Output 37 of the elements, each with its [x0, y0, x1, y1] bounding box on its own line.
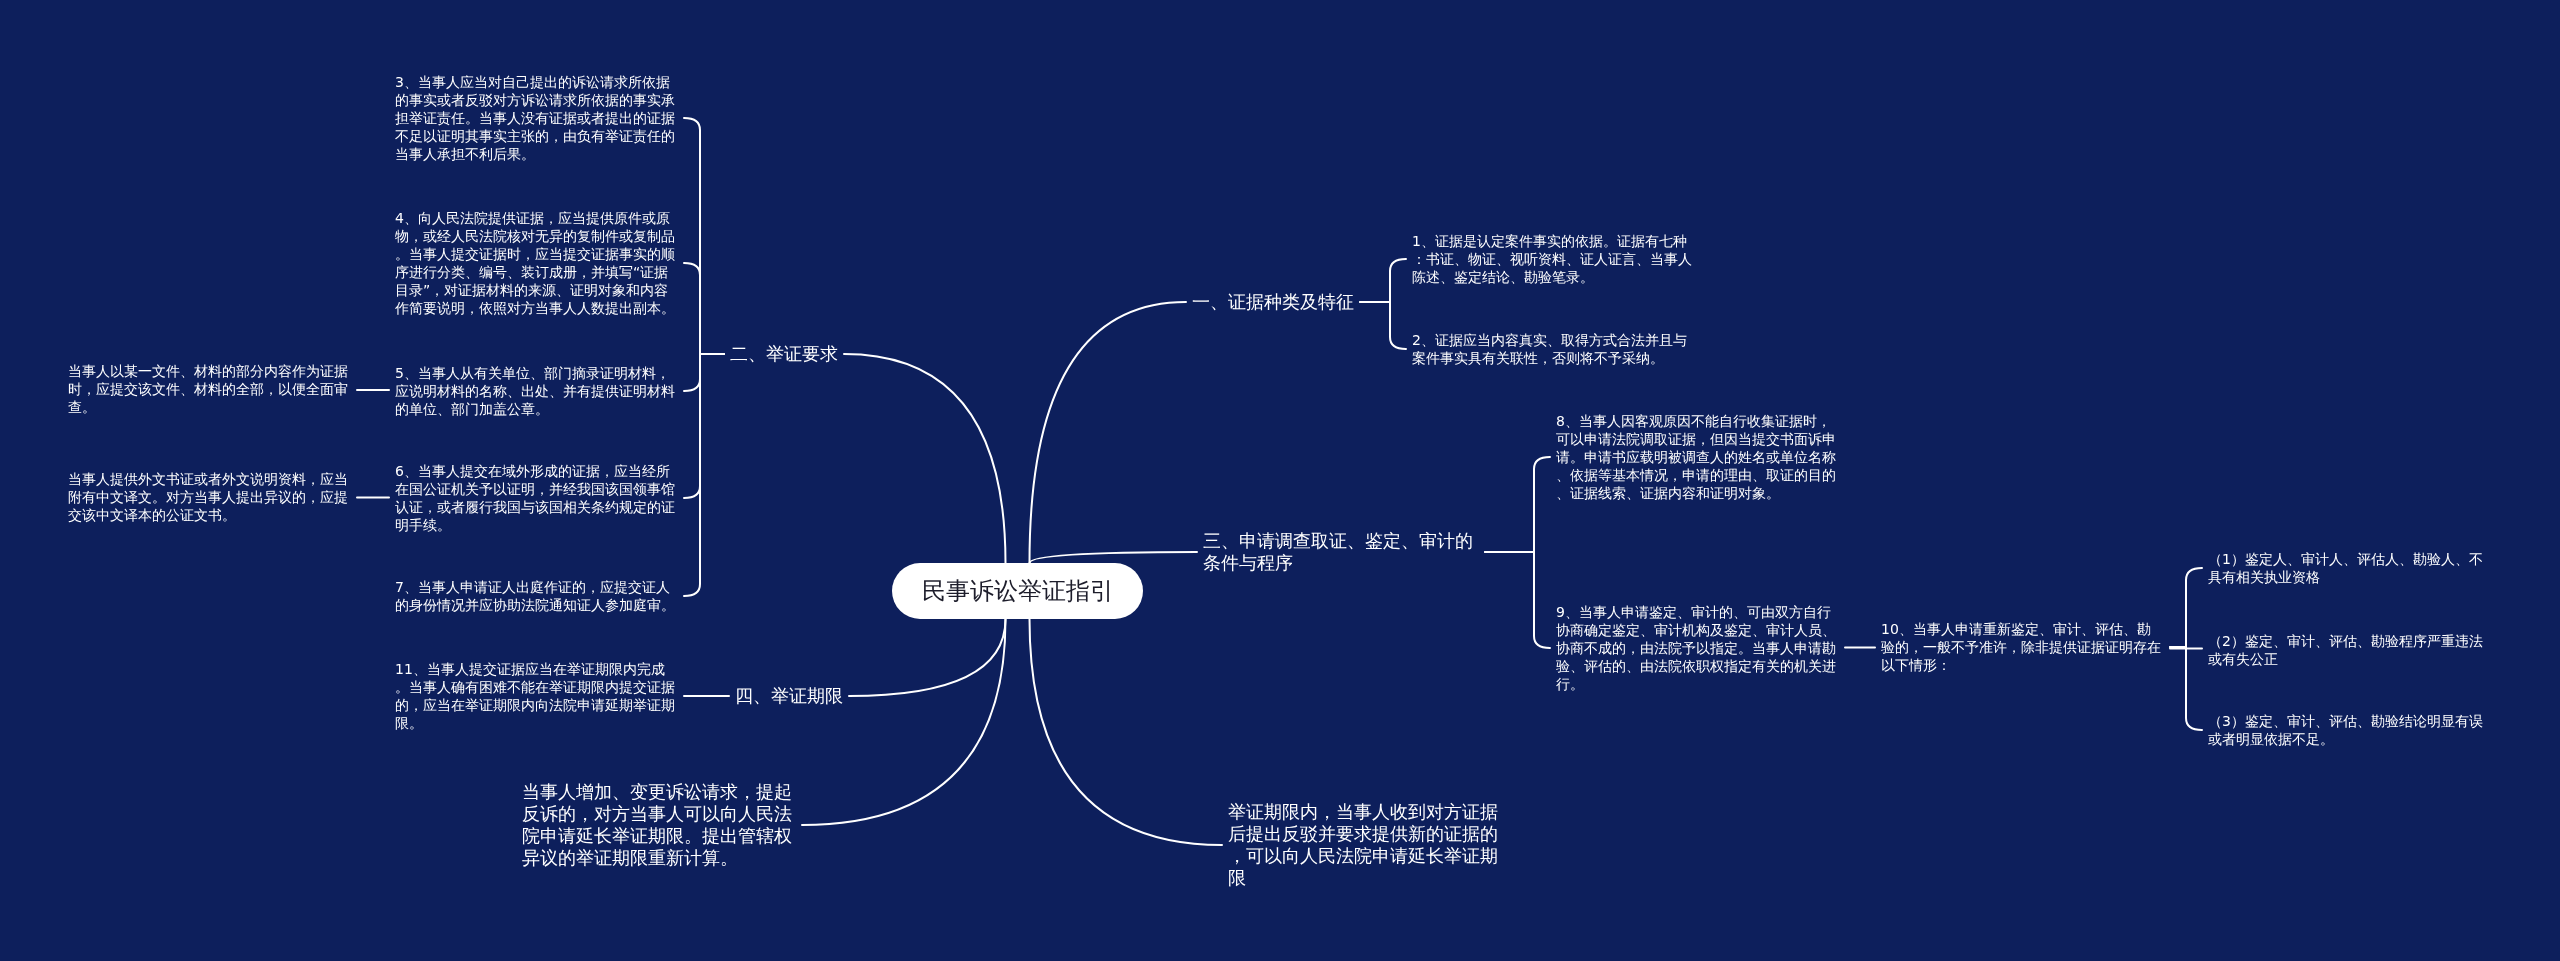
connector-line [683, 695, 730, 697]
branch-topic: 二、举证要求 [724, 343, 844, 365]
branch-topic: 三、申请调查取证、鉴定、审计的条件与程序 [1197, 530, 1485, 574]
connector-line [356, 496, 390, 499]
branch-topic: 举证期限内，当事人收到对方证据后提出反驳并要求提供新的证据的，可以向人民法院申请延长举证期限 [1222, 801, 1508, 889]
connector-line [1028, 551, 1198, 564]
connector-line [2169, 647, 2203, 650]
subtopic-text: 当事人提供外文书证或者外文说明资料，应当附有中文译文。对方当事人提出异议的，应提交该中文译本的公证文书。 [62, 470, 357, 524]
connector-line [1028, 301, 1187, 564]
subtopic-text: 当事人以某一文件、材料的部分内容作为证据时，应提交该文件、材料的全部，以便全面审查。 [62, 362, 357, 416]
subtopic-text: 4、向人民法院提供证据，应当提供原件或原物，或经人民法院核对无异的复制件或复制品。当事人提交证据时，应当提交证据事实的顺序进行分类、编号、装订成册，并填写“证据目录”，对证据材料的来源、证明对象和内容作简要说明，依照对方当事人人数提出副本。 [389, 209, 684, 317]
root-topic: 民事诉讼举证指引 [892, 563, 1143, 619]
connector-line [1844, 646, 1876, 649]
connector-line [1359, 301, 1407, 350]
branch-topic: 当事人增加、变更诉讼请求，提起反诉的，对方当事人可以向人民法院申请延长举证期限。提出管辖权异议的举证期限重新计算。 [516, 781, 802, 869]
connector-line [2169, 646, 2203, 731]
connector-line [801, 618, 1007, 826]
connector-line [1028, 618, 1223, 846]
subtopic-text: 8、当事人因客观原因不能自行收集证据时，可以申请法院调取证据，但因当提交书面诉申请。申请书应载明被调查人的姓名或单位名称、依据等基本情况，申请的理由、取证的目的、证据线索、证据内容和证明对象。 [1550, 412, 1845, 502]
subtopic-text: 1、证据是认定案件事实的依据。证据有七种：书证、物证、视听资料、证人证言、当事人陈述、鉴定结论、勘验笔录。 [1406, 232, 1701, 286]
branch-topic: 一、证据种类及特征 [1186, 291, 1360, 313]
subtopic-text: 6、当事人提交在域外形成的证据，应当经所在国公证机关予以证明，并经我国该国领事馆认证，或者履行我国与该国相关条约规定的证明手续。 [389, 462, 684, 534]
connector-line [683, 353, 725, 597]
subtopic-text: 5、当事人从有关单位、部门摘录证明材料，应说明材料的名称、出处、并有提供证明材料的单位、部门加盖公章。 [389, 364, 684, 418]
subtopic-text: （1）鉴定人、审计人、评估人、勘验人、不具有相关执业资格 [2202, 550, 2497, 586]
subtopic-text: 7、当事人申请证人出庭作证的，应提交证人的身份情况并应协助法院通知证人参加庭审。 [389, 578, 684, 614]
connector-line [843, 353, 1007, 564]
connector-line [1484, 551, 1551, 649]
connector-line [356, 389, 390, 391]
subtopic-text: （2）鉴定、审计、评估、勘验程序严重违法或有失公正 [2202, 632, 2497, 668]
subtopic-text: 9、当事人申请鉴定、审计的、可由双方自行协商确定鉴定、审计机构及鉴定、审计人员、协商不成的，由法院予以指定。当事人申请勘验、评估的、由法院依职权指定有关的机关进行。 [1550, 603, 1845, 693]
subtopic-text: 2、证据应当内容真实、取得方式合法并且与案件事实具有关联性，否则将不予采纳。 [1406, 331, 1701, 367]
branch-topic: 四、举证期限 [729, 685, 849, 707]
subtopic-text: 3、当事人应当对自己提出的诉讼请求所依据的事实或者反驳对方诉讼请求所依据的事实承担举证责任。当事人没有证据或者提出的证据不足以证明其事实主张的，由负有举证责任的当事人承担不利后果。 [389, 73, 684, 163]
subtopic-text: （3）鉴定、审计、评估、勘验结论明显有误或者明显依据不足。 [2202, 712, 2497, 748]
subtopic-text: 10、当事人申请重新鉴定、审计、评估、勘验的，一般不予准许，除非提供证据证明存在以下情形： [1875, 620, 2170, 674]
subtopic-text: 11、当事人提交证据应当在举证期限内完成。当事人确有困难不能在举证期限内提交证据的，应当在举证期限内向法院申请延期举证期限。 [389, 660, 684, 732]
